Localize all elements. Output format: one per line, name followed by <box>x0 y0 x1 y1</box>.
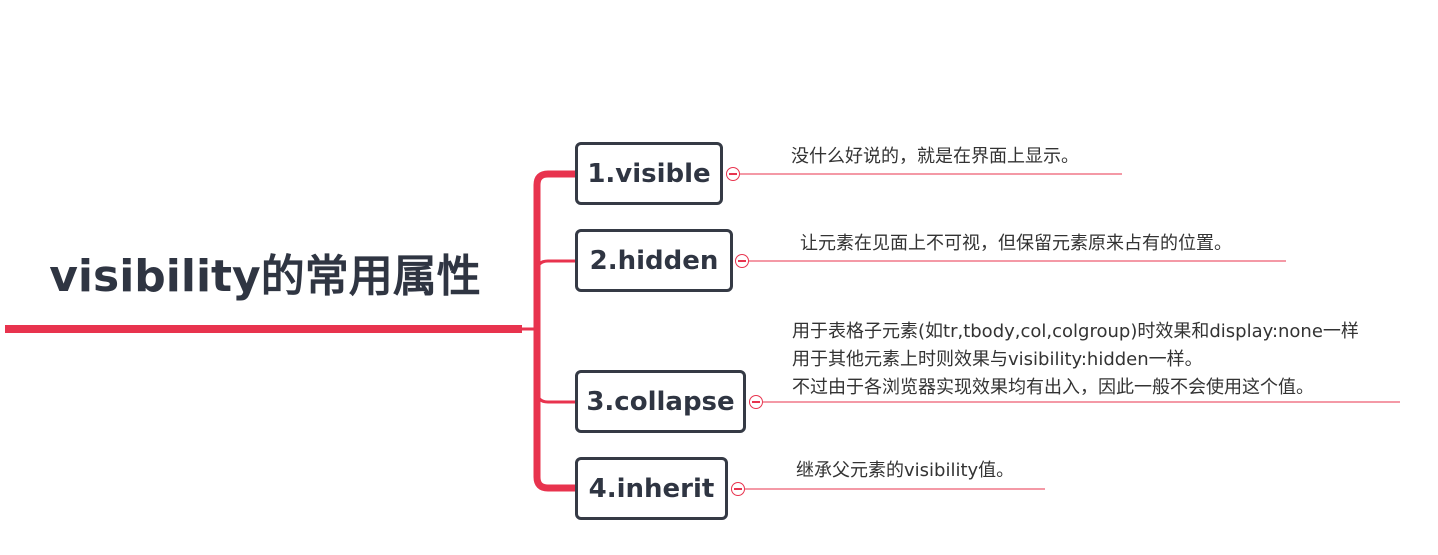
node-hidden[interactable]: 2.hidden <box>575 229 733 292</box>
description-visible[interactable]: 没什么好说的，就是在界面上显示。 <box>791 144 1079 170</box>
branch-bracket <box>533 170 575 492</box>
branch-stub-collapse <box>535 390 575 404</box>
description-line: 让元素在见面上不可视，但保留元素原来占有的位置。 <box>800 233 1232 254</box>
collapse-toggle-icon[interactable] <box>726 167 740 181</box>
node-inherit[interactable]: 4.inherit <box>575 457 728 520</box>
collapse-toggle-icon[interactable] <box>731 482 745 496</box>
description-line: 不过由于各浏览器实现效果均有出入，因此一般不会使用这个值。 <box>792 377 1314 398</box>
description-line: 用于其他元素上时则效果与visibility:hidden一样。 <box>792 349 1203 370</box>
description-line: 没什么好说的，就是在界面上显示。 <box>791 146 1079 167</box>
description-hidden[interactable]: 让元素在见面上不可视，但保留元素原来占有的位置。 <box>800 231 1232 257</box>
node-visible[interactable]: 1.visible <box>575 142 723 205</box>
collapse-toggle-icon[interactable] <box>735 254 749 268</box>
description-collapse[interactable]: 用于表格子元素(如tr,tbody,col,colgroup)时效果和displ… <box>792 318 1359 402</box>
description-line: 用于表格子元素(如tr,tbody,col,colgroup)时效果和displ… <box>792 321 1359 342</box>
collapse-toggle-icon[interactable] <box>749 395 763 409</box>
description-line: 继承父元素的visibility值。 <box>796 460 1015 481</box>
branch-stub-hidden <box>535 259 575 273</box>
description-inherit[interactable]: 继承父元素的visibility值。 <box>796 458 1014 484</box>
node-collapse[interactable]: 3.collapse <box>575 370 746 433</box>
root-title[interactable]: visibility的常用属性 <box>49 251 481 302</box>
